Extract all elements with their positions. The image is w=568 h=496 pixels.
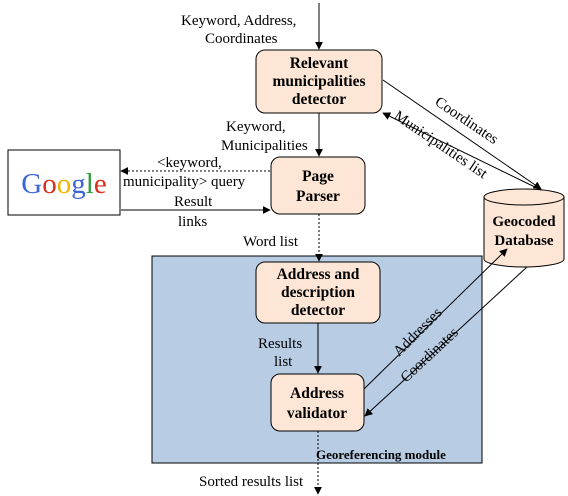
- arrow-coordinates-to-validator: [364, 266, 528, 417]
- address-description-detector-box: Address and description detector: [255, 261, 381, 324]
- address-validator-line-2: validator: [287, 405, 347, 422]
- address-validator-box: Address validator: [270, 373, 365, 432]
- page-parser-line-2: Parser: [296, 188, 340, 205]
- page-parser-line-1: Page: [302, 168, 334, 185]
- address-detector-line-3: detector: [291, 302, 345, 319]
- relevant-detector-line-1: Relevant: [290, 55, 349, 72]
- query-label-line-1: <keyword,: [157, 155, 222, 171]
- input-label-line-2: Coordinates: [205, 31, 278, 47]
- arrow-addresses: [363, 248, 508, 390]
- results-list-label-line-1: Results: [258, 336, 302, 352]
- input-label-line-1: Keyword, Address,: [181, 13, 296, 29]
- google-logo: Google: [21, 168, 106, 200]
- relevant-detector-line-3: detector: [292, 91, 346, 108]
- google-search-engine: Google: [7, 149, 121, 216]
- keyword-municipalities-label-line-1: Keyword,: [226, 119, 286, 135]
- page-parser-box: Page Parser: [270, 156, 366, 215]
- sorted-results-label: Sorted results list: [199, 474, 304, 490]
- address-validator-line-1: Address: [290, 385, 344, 402]
- word-list-label: Word list: [243, 234, 299, 250]
- relevant-detector-line-2: municipalities: [272, 73, 365, 90]
- keyword-municipalities-label-line-2: Municipalities: [221, 138, 308, 154]
- query-label-line-2: municipality> query: [123, 174, 246, 190]
- result-links-label-line-1: Result: [174, 194, 213, 210]
- address-detector-line-1: Address and: [277, 266, 360, 283]
- georeferencing-module-label: Georeferencing module: [316, 447, 446, 462]
- address-detector-line-2: description: [281, 284, 355, 301]
- database-label-line-2: Database: [494, 233, 554, 249]
- result-links-label-line-2: links: [178, 214, 207, 230]
- results-list-label-line-2: list: [274, 354, 293, 370]
- relevant-municipalities-detector-box: Relevant municipalities detector: [255, 49, 383, 114]
- database-label-line-1: Geocoded: [492, 214, 556, 230]
- arrow-municipalities-list: [382, 112, 542, 191]
- arrow-coordinates-to-db: [382, 79, 542, 190]
- geocoded-database: Geocoded Database: [483, 188, 565, 268]
